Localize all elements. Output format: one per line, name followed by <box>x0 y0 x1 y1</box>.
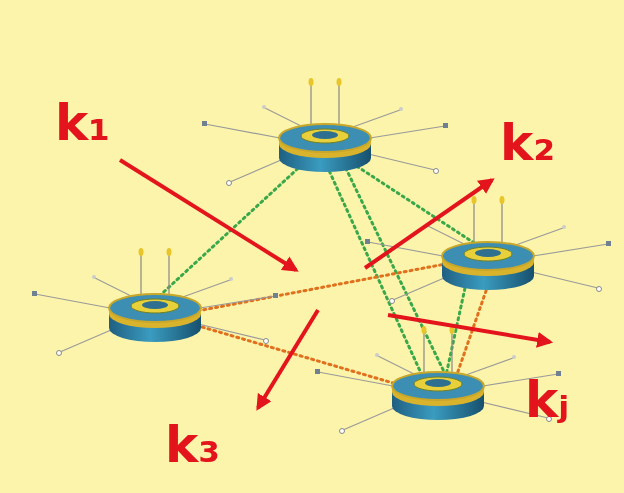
wave-vector-label: k₃ <box>165 420 220 470</box>
wave-vector-label: k₂ <box>500 118 555 168</box>
wave-vector-label: kⱼ <box>525 375 569 425</box>
wave-vector-label: k₁ <box>55 98 110 148</box>
